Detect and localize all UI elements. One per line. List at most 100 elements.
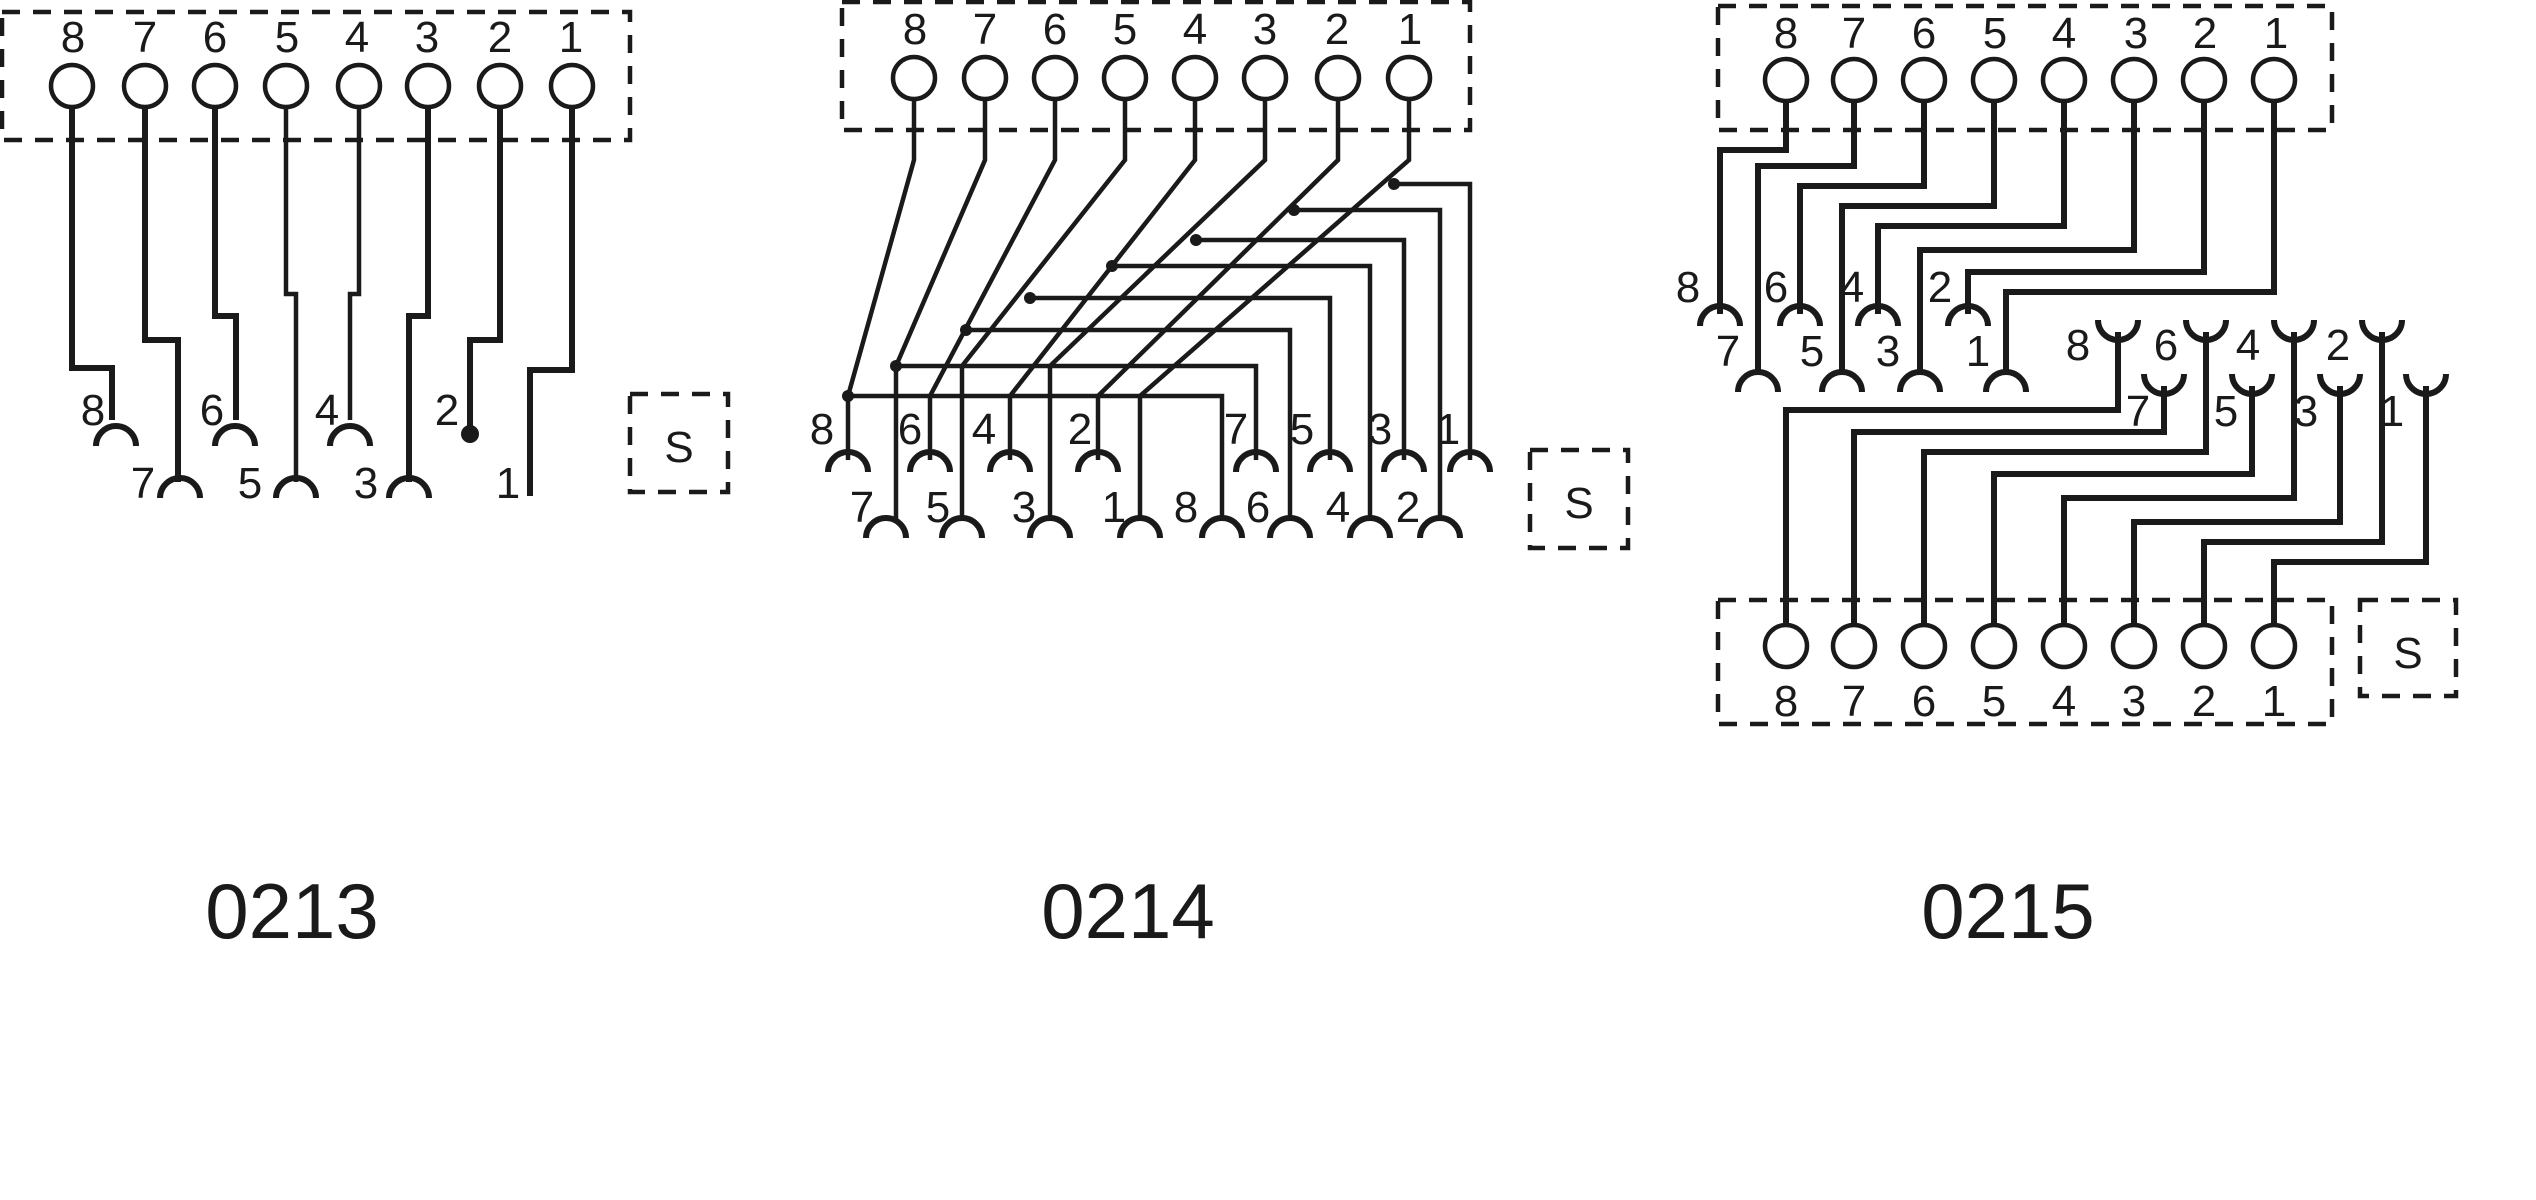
- pin-label: 2: [1325, 5, 1349, 54]
- diagram-caption: 0213: [205, 867, 379, 955]
- hook-contact: [1945, 303, 1991, 327]
- diagram-0214: 8 7 6 5 4 3 2 1: [810, 0, 1631, 955]
- hook-contact: [1983, 369, 2029, 393]
- output-label: 1: [1436, 405, 1460, 454]
- diagram-caption: 0214: [1041, 867, 1215, 955]
- shield-label: S: [664, 423, 693, 472]
- wire: [1717, 98, 1789, 314]
- pin-terminals-0215-top: [1762, 56, 2298, 104]
- pin-terminals-0214: [890, 54, 1433, 102]
- output-label: 3: [354, 459, 378, 508]
- output-label: 8: [1174, 483, 1198, 532]
- fork-contact: [2183, 319, 2229, 343]
- junction-dot: [890, 360, 902, 372]
- wire: [406, 106, 431, 482]
- hook-contact: [1199, 515, 1245, 539]
- wire: [928, 96, 1058, 398]
- output-label: 1: [1966, 327, 1990, 376]
- output-label: 6: [2154, 321, 2178, 370]
- hook-contact: [93, 423, 139, 447]
- pin-terminal: [2250, 622, 2298, 670]
- pin-label: 8: [1774, 9, 1798, 58]
- wire: [1394, 181, 1473, 460]
- right-output-labels-0215: 8 6 4 2 7 5 3 1: [2066, 321, 2404, 436]
- output-label: 4: [1840, 263, 1864, 312]
- pin-label: 7: [973, 5, 997, 54]
- hook-contact: [1307, 449, 1353, 473]
- wire: [1965, 98, 2207, 314]
- junction-dot: [842, 390, 854, 402]
- output-label: 7: [850, 483, 874, 532]
- connector-box-0215-top: [1715, 3, 2335, 133]
- output-label: 2: [1068, 405, 1092, 454]
- wires-0214: [842, 96, 1473, 520]
- wire: [845, 96, 917, 397]
- wire: [960, 96, 1128, 368]
- pin-label: 1: [559, 13, 583, 62]
- pin-terminal: [1900, 622, 1948, 670]
- pin-label: 4: [345, 13, 369, 62]
- wires-0215-top: [1717, 98, 2277, 374]
- pin-terminal: [2250, 56, 2298, 104]
- output-label: 4: [972, 405, 996, 454]
- hook-contact: [1233, 449, 1279, 473]
- fork-contact: [2271, 319, 2317, 343]
- hook-contact: [825, 449, 871, 473]
- pin-label: 5: [1982, 677, 2006, 726]
- wire: [1991, 386, 2255, 628]
- output-label: 2: [1396, 483, 1420, 532]
- hook-contact: [1855, 303, 1901, 327]
- wire: [467, 106, 503, 434]
- output-hooks-0213: [93, 423, 479, 499]
- pin-label: 5: [275, 13, 299, 62]
- pin-terminal: [2110, 622, 2158, 670]
- connector-box-0215-bottom: [1715, 597, 2335, 727]
- output-label: 5: [1800, 327, 1824, 376]
- pin-label: 3: [2124, 9, 2148, 58]
- output-label: 5: [2214, 387, 2238, 436]
- pin-terminal: [1900, 56, 1948, 104]
- output-label: 3: [1876, 327, 1900, 376]
- pin-label: 8: [1774, 677, 1798, 726]
- output-label: 3: [2294, 387, 2318, 436]
- wire: [1112, 263, 1373, 520]
- wire: [1048, 96, 1268, 368]
- pin-terminal: [1314, 54, 1362, 102]
- pin-label: 7: [133, 13, 157, 62]
- pin-label: 6: [1912, 677, 1936, 726]
- fork-contact: [2095, 319, 2141, 343]
- wire: [2131, 386, 2343, 628]
- terminal-dot: [461, 425, 479, 443]
- hook-contact: [1075, 449, 1121, 473]
- hook-contact: [1819, 369, 1865, 393]
- output-label: 7: [131, 459, 155, 508]
- wire: [848, 393, 1225, 520]
- pin-label: 8: [903, 5, 927, 54]
- hook-contact: [1267, 515, 1313, 539]
- top-pin-labels-0215: 8 7 6 5 4 3 2 1: [1774, 9, 2288, 58]
- wire: [1030, 295, 1333, 460]
- pin-label: 3: [1253, 5, 1277, 54]
- hook-contact: [1417, 515, 1463, 539]
- output-label: 8: [810, 405, 834, 454]
- diagram-0213: 8 7 6 5 4 3 2 1: [0, 9, 731, 955]
- top-pin-labels-0213: 8 7 6 5 4 3 2 1: [61, 13, 583, 62]
- output-label: 2: [435, 386, 459, 435]
- hook-contact: [1735, 369, 1781, 393]
- wire: [1755, 98, 1857, 374]
- wire: [1921, 332, 2209, 628]
- output-label: 4: [2236, 321, 2260, 370]
- hook-contact: [273, 475, 319, 499]
- connector-box-0214: [839, 0, 1473, 133]
- pin-label: 4: [2052, 9, 2076, 58]
- fork-contact: [2141, 373, 2187, 397]
- wire: [1839, 98, 1997, 374]
- output-label: 6: [1246, 483, 1270, 532]
- pin-terminal: [2110, 56, 2158, 104]
- left-output-labels-0215: 8 6 4 2 7 5 3 1: [1676, 263, 1990, 376]
- wire: [527, 106, 575, 496]
- hook-contact: [1381, 449, 1427, 473]
- pin-terminal: [476, 62, 524, 110]
- left-output-hooks-0215: [1697, 303, 2029, 393]
